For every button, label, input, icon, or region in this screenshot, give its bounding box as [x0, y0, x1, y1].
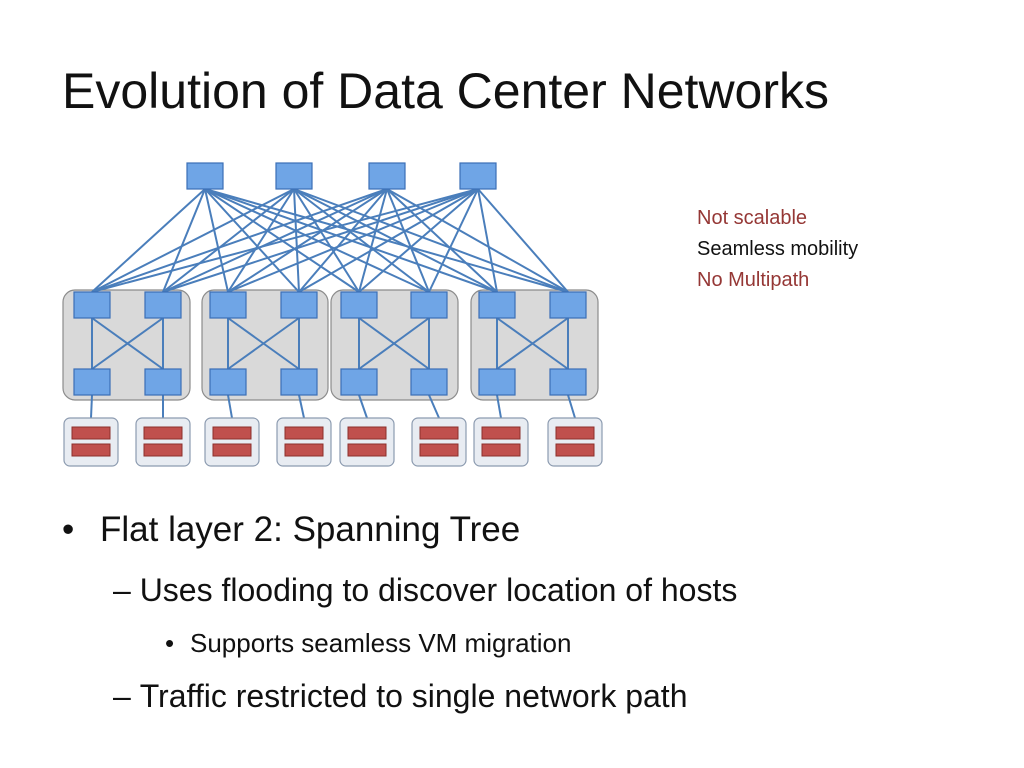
core-link: [162, 188, 388, 293]
core-link: [477, 188, 498, 293]
bullet-marker: •: [62, 510, 75, 549]
core-link: [162, 188, 206, 293]
properties-notes: Not scalable Seamless mobility No Multip…: [697, 203, 858, 296]
core-switch: [459, 162, 497, 190]
server-unit: [419, 426, 459, 440]
server-link: [428, 394, 440, 419]
core-link: [298, 188, 479, 293]
core-link: [227, 188, 295, 293]
server-unit: [481, 426, 521, 440]
slide-title: Evolution of Data Center Networks: [62, 63, 830, 119]
server-link: [298, 394, 305, 419]
server-unit: [212, 426, 252, 440]
aggregation-switch: [340, 291, 378, 319]
core-switch: [275, 162, 313, 190]
core-link: [293, 188, 300, 293]
server-unit: [284, 443, 324, 457]
core-link: [477, 188, 569, 293]
bullet-level2: – Uses flooding to discover location of …: [113, 572, 737, 609]
core-link: [204, 188, 300, 293]
core-link: [91, 188, 388, 293]
core-link: [204, 188, 229, 293]
core-link: [358, 188, 388, 293]
core-link: [91, 188, 206, 293]
aggregation-switch: [280, 291, 318, 319]
edge-switch: [549, 368, 587, 396]
edge-switch: [209, 368, 247, 396]
core-link: [298, 188, 388, 293]
bullet-text: Traffic restricted to single network pat…: [139, 678, 688, 714]
core-link: [227, 188, 479, 293]
server-unit: [419, 443, 459, 457]
server-unit: [347, 443, 387, 457]
server-link: [227, 394, 233, 419]
pod-link: [227, 317, 300, 370]
server-unit: [481, 443, 521, 457]
core-link: [386, 188, 430, 293]
core-link: [358, 188, 479, 293]
pod-link: [496, 317, 569, 370]
aggregation-switch: [478, 291, 516, 319]
bullet-marker: •: [165, 628, 175, 658]
bullet-level1: • Flat layer 2: Spanning Tree: [62, 510, 520, 550]
bullet-text: Supports seamless VM migration: [190, 628, 572, 658]
server-unit: [143, 443, 183, 457]
aggregation-switch: [410, 291, 448, 319]
core-link: [428, 188, 479, 293]
core-link: [386, 188, 498, 293]
bullet-level3: • Supports seamless VM migration: [165, 628, 571, 659]
server-unit: [212, 443, 252, 457]
note-no-multipath: No Multipath: [697, 269, 810, 291]
core-switch: [186, 162, 224, 190]
aggregation-switch: [73, 291, 111, 319]
edge-switch: [410, 368, 448, 396]
bullet-text: Flat layer 2: Spanning Tree: [100, 510, 521, 549]
edge-switch: [340, 368, 378, 396]
core-link: [227, 188, 388, 293]
core-link: [293, 188, 498, 293]
core-link: [162, 188, 479, 293]
pod-link: [358, 317, 430, 370]
core-link: [293, 188, 360, 293]
bullet-marker: –: [113, 572, 131, 608]
core-link: [204, 188, 430, 293]
server-unit: [347, 426, 387, 440]
server-unit: [71, 443, 111, 457]
server-link: [496, 394, 502, 419]
edge-switch: [144, 368, 182, 396]
server-unit: [143, 426, 183, 440]
core-switch: [368, 162, 406, 190]
edge-switch: [73, 368, 111, 396]
aggregation-switch: [209, 291, 247, 319]
edge-switch: [478, 368, 516, 396]
bullet-level2: – Traffic restricted to single network p…: [113, 678, 687, 715]
core-link: [162, 188, 295, 293]
core-link: [91, 188, 479, 293]
server-unit: [284, 426, 324, 440]
server-link: [567, 394, 576, 419]
edge-switch: [280, 368, 318, 396]
server-link: [90, 394, 93, 419]
server-link: [358, 394, 368, 419]
core-link: [91, 188, 295, 293]
note-not-scalable: Not scalable: [697, 207, 808, 229]
note-seamless-mobility: Seamless mobility: [697, 238, 859, 260]
core-link: [293, 188, 430, 293]
bullet-text: Uses flooding to discover location of ho…: [139, 572, 738, 608]
server-unit: [555, 426, 595, 440]
server-unit: [555, 443, 595, 457]
aggregation-switch: [144, 291, 182, 319]
aggregation-switch: [549, 291, 587, 319]
bullet-marker: –: [113, 678, 131, 714]
pod-link: [91, 317, 164, 370]
server-unit: [71, 426, 111, 440]
